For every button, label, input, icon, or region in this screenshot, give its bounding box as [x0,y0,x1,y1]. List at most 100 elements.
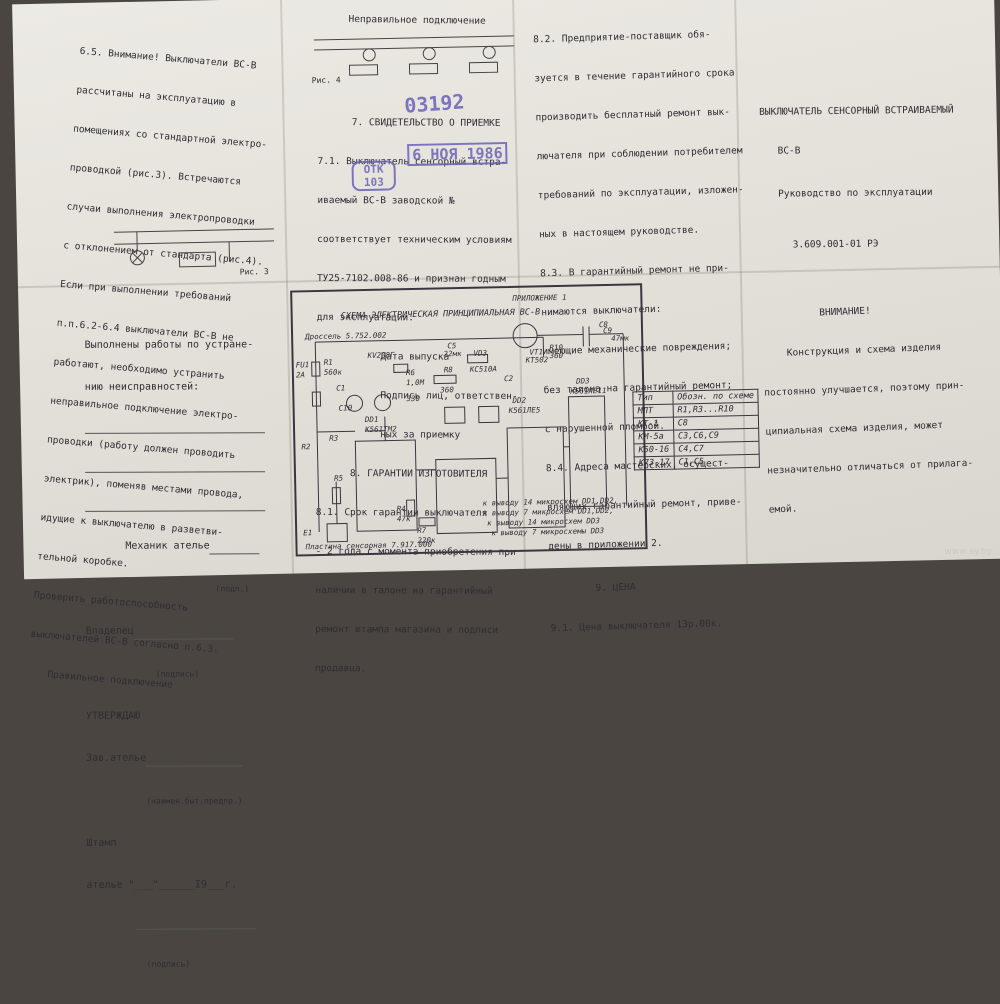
component-label: 330 [406,394,420,403]
blank-line[interactable] [85,461,265,473]
product-title: ВЫКЛЮЧАТЕЛЬ СЕНСОРНЫЙ ВСТРАИВАЕМЫЙ [759,104,954,119]
component-label: R4 [397,504,406,513]
manual-subtitle: Руководство по эксплуатации [760,185,955,200]
text-line: 8.2. Предприятие-поставщик обя- [533,27,739,46]
section-heading: 9. ЦЕНА [549,577,755,596]
touch-plate-label: Пластина сенсорная 7.917.000 [305,540,432,552]
table-cell: МЛТ [633,404,673,418]
component-label: 2А [296,370,305,379]
document-code: 3.609.001-01 РЭ [761,236,956,251]
final-sign-caption: (подпись) [87,957,267,972]
table-cell: К50-16 [634,443,674,457]
choke-label: Дроссель 5.752.002 [305,331,386,342]
repair-form: Выполнены работы по устране- нию неиспра… [85,310,267,1000]
cover-block: ВЫКЛЮЧАТЕЛЬ СЕНСОРНЫЙ ВСТРАИВАЕМЫЙ ВС-В … [759,78,956,278]
figure-caption: Рис. 3 [240,265,269,279]
table-cell: C1,C5 [674,454,760,469]
component-label: КТ502 [526,355,549,364]
component-label: R8 [444,365,453,374]
component-label: 47к [397,514,411,523]
text-line: 6.5. Внимание! Выключатели ВС-В [79,45,280,75]
component-label: 360 [440,385,454,394]
component-label: R3 [329,434,338,443]
attention-box: ВНИМАНИЕ! Конструкция и схема изделия по… [760,275,976,543]
attention-heading: ВНИМАНИЕ! [761,301,967,322]
component-label: R1 [324,358,333,367]
text-line: рассчитаны на эксплуатацию в [76,84,277,114]
owner-label: Владелец [86,626,134,637]
owner-sign-field[interactable] [134,624,234,639]
serial-stamp: 03192 [403,89,465,117]
component-label: DD2 [512,396,526,405]
component-label: R7 [417,526,426,535]
text-line: ципиальная схема изделия, может [766,418,972,439]
component-label: R2 [301,442,310,451]
text-line: емой. [769,496,975,517]
product-model: ВС-В [759,143,954,158]
table-cell: КМ-5а [634,430,674,444]
approve-label: УТВЕРЖДАЮ [86,709,266,724]
component-label: VD3 [473,348,487,357]
site-watermark: www.ay.by [944,547,992,557]
mechanic-label: Механик ателье [85,540,209,551]
mechanic-sign-field[interactable] [210,539,260,554]
table-cell: КТ-1 [633,417,673,431]
component-label: 1,0М [406,378,424,387]
table-cell: К73-17 [634,456,674,470]
text-line: Если при выполнении требований [60,278,261,308]
head-field[interactable] [146,751,242,766]
component-label: DD3 [576,376,590,385]
otk-stamp: ОТК 103 [351,160,396,191]
component-label: 560к [324,368,342,377]
text-line: ремонт штампа магазина и подписи [315,623,516,637]
component-label: DD1 [365,415,379,424]
form-line: Выполнены работы по устране- [85,338,265,353]
text-line: Конструкция и схема изделия [763,340,969,361]
text-line: лючателя при соблюдении потребителем [537,144,743,163]
date-stamp: 6 НОЯ 1986 [407,144,508,164]
text-line: требований по эксплуатации, изложен- [538,183,744,202]
section-heading: 7. СВИДЕТЕЛЬСТВО О ПРИЕМКЕ [318,116,519,130]
blank-line[interactable] [85,422,265,434]
component-label: C2 [504,374,513,383]
figure-caption: Рис. 4 [312,73,341,87]
text-line: соответствует техническим условиям [317,233,518,247]
figure-title: Неправильное подключение [348,13,485,28]
text-line: постоянно улучшается, поэтому прин- [764,379,970,400]
otk-number: 103 [354,175,394,189]
table-header: Тип [633,391,673,405]
component-label: R6 [406,368,415,377]
text-line: ных в настоящем руководстве. [539,222,745,241]
component-label: C1 [336,383,345,392]
head-label: Зав.ателье [86,753,146,764]
text-line: иваемый ВС-В заводской № [317,194,518,208]
stamp-label: Штамп [86,836,266,851]
price-line: 9.1. Цена выключателя 13р.00к. [551,616,757,635]
component-label: R5 [334,474,343,483]
text-line: производить бесплатный ремонт вык- [535,105,741,124]
text-line: зуется в течение гарантийного срока [534,66,740,85]
component-label: 22мк [443,349,461,358]
form-line: нию неисправностей: [85,380,265,395]
text-line: наличии в талоне на гарантийный [315,584,516,598]
blank-line[interactable] [137,920,257,929]
appendix-label: ПРИЛОЖЕНИЕ 1 [512,293,566,303]
component-label: E1 [303,528,312,537]
blank-line[interactable] [85,500,265,512]
component-label: 47мк [611,333,629,342]
component-label: К561ЛЕ5 [509,405,541,415]
text-line: ТУ25-7102.008-86 и признан годным [317,272,518,286]
date-line[interactable]: ателье "___"______I9___г. [87,878,267,893]
component-label: К561ЛЕ11 [570,386,606,396]
text-line: продавца. [315,662,516,676]
document-sheet: 6.5. Внимание! Выключатели ВС-В рассчита… [12,0,1000,579]
mechanic-sign-caption: (подп.) [85,582,265,597]
text-line: незначительно отличаться от прилага- [767,457,973,478]
text-line: проводкой (рис.3). Встречаются [69,161,270,191]
component-label: KV208Г [367,350,394,360]
component-label: KC510А [470,364,497,374]
component-label: К561ТМ2 [365,424,397,434]
text-line: помещениях со стандартной электро- [73,123,274,153]
otk-label: ОТК [353,162,393,176]
head-caption: (наимен.быт.предпр.) [86,794,266,809]
